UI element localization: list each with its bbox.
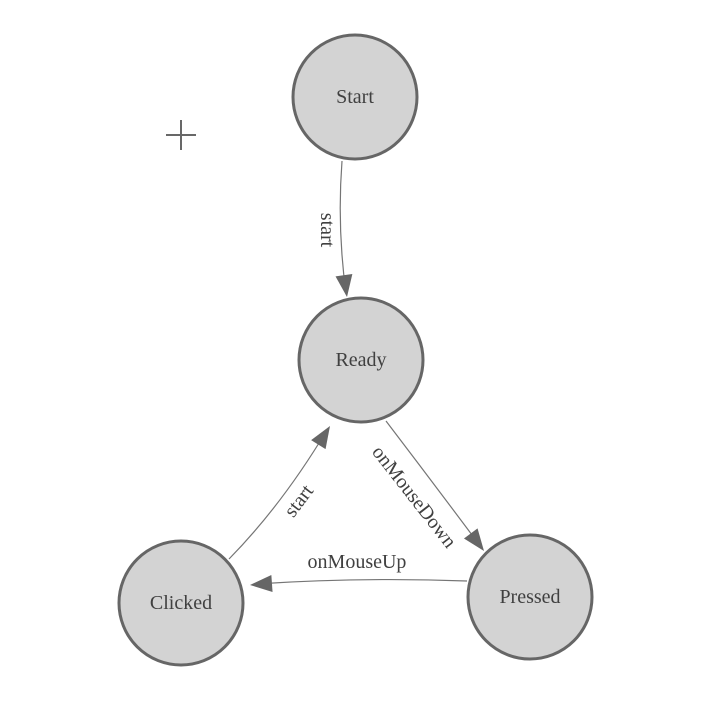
state-label-pressed: Pressed	[499, 586, 560, 608]
arrowhead-icon-ready-to-pressed	[463, 528, 484, 551]
edge-label-start-to-ready: start	[316, 213, 338, 248]
transition-edge-ready-to-pressed[interactable]: onMouseDown	[367, 420, 484, 552]
edge-line-ready-to-pressed[interactable]	[385, 420, 482, 548]
state-label-clicked: Clicked	[150, 592, 212, 614]
state-circle-ready[interactable]	[297, 296, 425, 424]
state-label-ready: Ready	[335, 349, 386, 371]
state-node-ready[interactable]: Ready	[297, 296, 425, 424]
state-label-start: Start	[336, 86, 374, 108]
state-circle-start[interactable]	[291, 33, 419, 161]
state-node-start[interactable]: Start	[291, 33, 419, 161]
state-node-pressed[interactable]: Pressed	[466, 533, 594, 661]
state-circle-pressed[interactable]	[466, 533, 594, 661]
arrowhead-icon-start-to-ready	[335, 274, 353, 297]
edge-line-start-to-ready[interactable]	[339, 160, 347, 294]
arrowhead-icon-pressed-to-clicked	[250, 574, 273, 592]
edge-line-clicked-to-ready[interactable]	[228, 429, 328, 560]
state-circle-clicked[interactable]	[117, 539, 245, 667]
arrowhead-icon-clicked-to-ready	[311, 426, 330, 450]
state-node-clicked[interactable]: Clicked	[117, 539, 245, 667]
transition-edge-clicked-to-ready[interactable]: start	[228, 426, 330, 560]
edge-label-pressed-to-clicked: onMouseUp	[308, 551, 407, 573]
edge-line-pressed-to-clicked[interactable]	[255, 578, 468, 585]
transition-edge-start-to-ready[interactable]: start	[316, 160, 353, 297]
transition-edge-pressed-to-clicked[interactable]: onMouseUp	[250, 551, 468, 592]
origin-cross-icon	[166, 120, 196, 150]
edge-label-clicked-to-ready: start	[280, 480, 319, 521]
